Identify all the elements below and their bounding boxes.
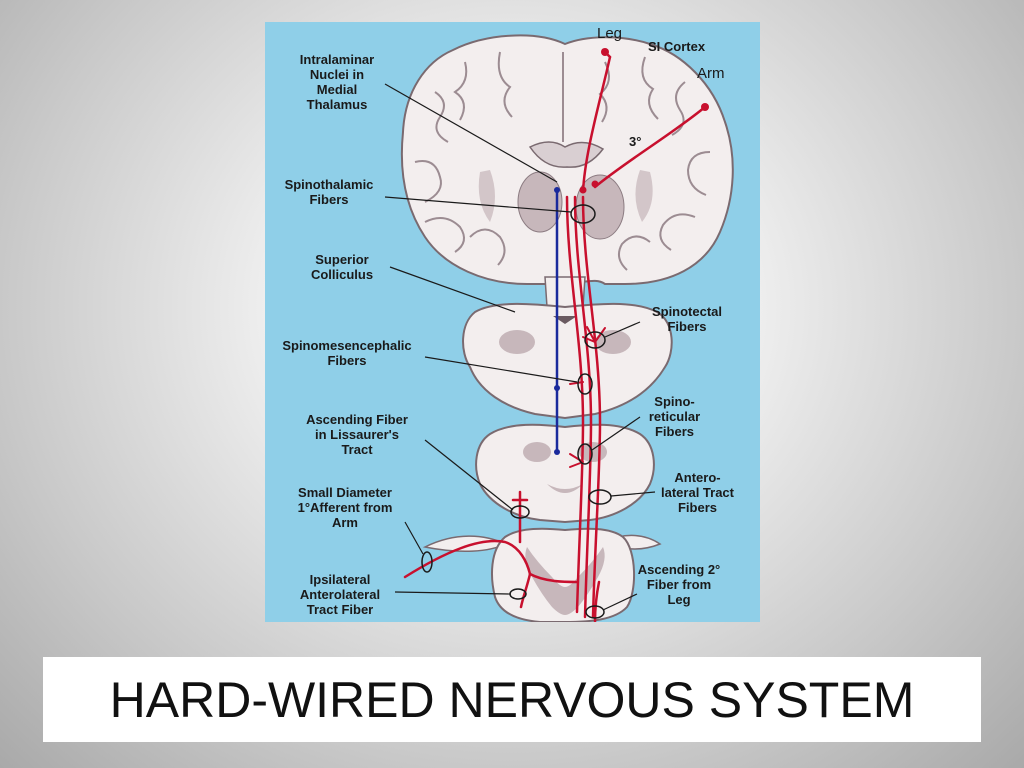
leader-ascending-2 xyxy=(602,593,638,611)
slide-title: HARD-WIRED NERVOUS SYSTEM xyxy=(109,671,915,728)
medulla-section xyxy=(475,423,655,524)
arm-afferent-marker xyxy=(421,551,433,573)
anterolateral-tract-bundle-1 xyxy=(581,195,602,619)
label-ascending-2-fiber: Ascending 2° Fiber from Leg xyxy=(637,562,721,607)
leader-ipsilateral xyxy=(394,591,512,595)
label-spinomesencephalic-fibers: Spinomesencephalic Fibers xyxy=(282,338,412,368)
right-basal-ganglia xyxy=(635,170,653,222)
spinotectal-marker xyxy=(584,331,606,349)
medulla-pyramids xyxy=(547,484,583,493)
midbrain-section xyxy=(462,302,673,420)
lissauer-ascending-fiber xyxy=(511,490,529,544)
spinothalamic-marker xyxy=(570,204,596,224)
lissauer-marker xyxy=(510,505,530,519)
thalamic-relay-node-1 xyxy=(579,186,587,194)
label-lissauer-tract: Ascending Fiber in Lissaurer's Tract xyxy=(306,412,408,457)
medial-pathway-node-1 xyxy=(554,187,560,193)
leader-intralaminar xyxy=(384,83,558,183)
spinal-pathway-diagram: Leg SI Cortex Arm 3° Intralaminar Nuclei… xyxy=(265,22,760,622)
leader-small-diameter xyxy=(404,521,424,555)
brain-coronal-section xyxy=(400,34,734,308)
leader-spinothalamic xyxy=(384,196,572,213)
title-bar: HARD-WIRED NERVOUS SYSTEM xyxy=(43,657,981,742)
label-anterolateral-fibers: Antero- lateral Tract Fibers xyxy=(661,470,734,515)
dorsal-root-arm xyxy=(422,535,507,553)
leader-superior-colliculus xyxy=(389,266,516,313)
label-intralaminar-nuclei: Intralaminar Nuclei in Medial Thalamus xyxy=(299,52,375,112)
crossing-fiber xyxy=(528,572,579,584)
leader-spinomesencephalic xyxy=(424,356,578,383)
label-spinothalamic-fibers: Spinothalamic Fibers xyxy=(284,177,374,207)
leader-anterolateral xyxy=(610,491,656,497)
label-ipsilateral-fiber: Ipsilateral Anterolateral Tract Fiber xyxy=(299,572,381,617)
label-superior-colliculus: Superior Colliculus xyxy=(310,252,374,282)
label-small-diameter-afferent: Small Diameter 1°Afferent from Arm xyxy=(297,485,393,530)
leader-lines xyxy=(384,83,656,611)
left-basal-ganglia xyxy=(478,170,495,222)
brain-stem-stalk xyxy=(544,276,586,308)
label-spinotectal-fibers: Spinotectal Fibers xyxy=(651,304,723,334)
third-order-to-leg-cortex xyxy=(581,55,612,194)
spinomesencephalic-branch xyxy=(569,381,584,385)
arm-afferent-fiber xyxy=(403,539,532,579)
leader-lissauer xyxy=(424,439,514,511)
spinoreticular-marker xyxy=(577,443,593,465)
medial-pathway-node-3 xyxy=(554,449,560,455)
label-arm-cortex: Arm xyxy=(697,65,725,82)
leg-fiber-marker xyxy=(585,605,605,619)
label-leg-cortex: Leg xyxy=(597,25,623,42)
lateral-ventricle xyxy=(528,141,605,168)
anterolateral-tract-bundle-3 xyxy=(565,195,585,614)
cerebral-aqueduct xyxy=(553,316,577,324)
thalamic-relay-node-2 xyxy=(591,180,599,188)
medulla-outline xyxy=(475,423,655,524)
leader-spinoreticular xyxy=(591,416,641,451)
tract-markers xyxy=(421,204,612,619)
label-spinoreticular-fibers: Spino- reticular Fibers xyxy=(648,394,701,439)
anterolateral-marker xyxy=(588,489,612,505)
anterolateral-tract-bundle-2 xyxy=(573,195,593,619)
midbrain-gray-left xyxy=(499,330,535,354)
brain-gyri xyxy=(414,51,711,271)
leg-cortex-terminal xyxy=(601,48,609,56)
spinomesencephalic-marker xyxy=(577,373,593,395)
medulla-gray-left xyxy=(523,442,551,462)
label-third-order: 3° xyxy=(629,134,642,149)
label-si-cortex: SI Cortex xyxy=(648,39,706,54)
leader-spinotectal xyxy=(604,321,641,338)
diagram-svg xyxy=(384,34,734,622)
third-order-to-arm-cortex xyxy=(593,105,707,189)
pathways xyxy=(403,48,709,622)
medial-pathway-node-2 xyxy=(554,385,560,391)
arm-cortex-terminal xyxy=(701,103,709,111)
